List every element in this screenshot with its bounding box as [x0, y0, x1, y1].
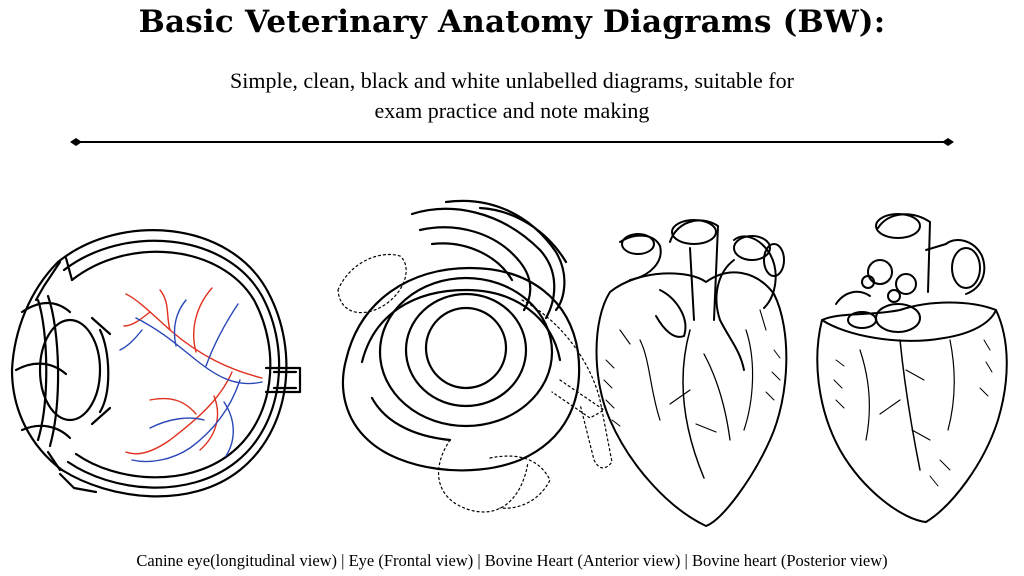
eye-frontal-diagram	[337, 199, 613, 513]
lens-shape	[38, 318, 102, 422]
page-subtitle: Simple, clean, black and white unlabelle…	[230, 68, 794, 123]
dotted-lower-outline	[437, 439, 529, 513]
diagram-caption: Canine eye(longitudinal view) | Eye (Fro…	[136, 551, 888, 570]
bovine-heart-posterior-diagram	[816, 213, 1008, 523]
dotted-gland-outline	[521, 299, 613, 469]
divider-left-diamond	[70, 138, 82, 146]
page-title: Basic Veterinary Anatomy Diagrams (BW):	[138, 4, 886, 40]
divider-right-diamond	[942, 138, 954, 146]
retinal-vessels	[119, 287, 263, 463]
title-divider	[70, 138, 954, 146]
dotted-brow-outline	[337, 253, 407, 314]
bovine-heart-anterior-diagram	[595, 219, 788, 527]
diagram-strip	[10, 199, 1008, 527]
canine-eye-longitudinal-diagram	[10, 229, 302, 498]
